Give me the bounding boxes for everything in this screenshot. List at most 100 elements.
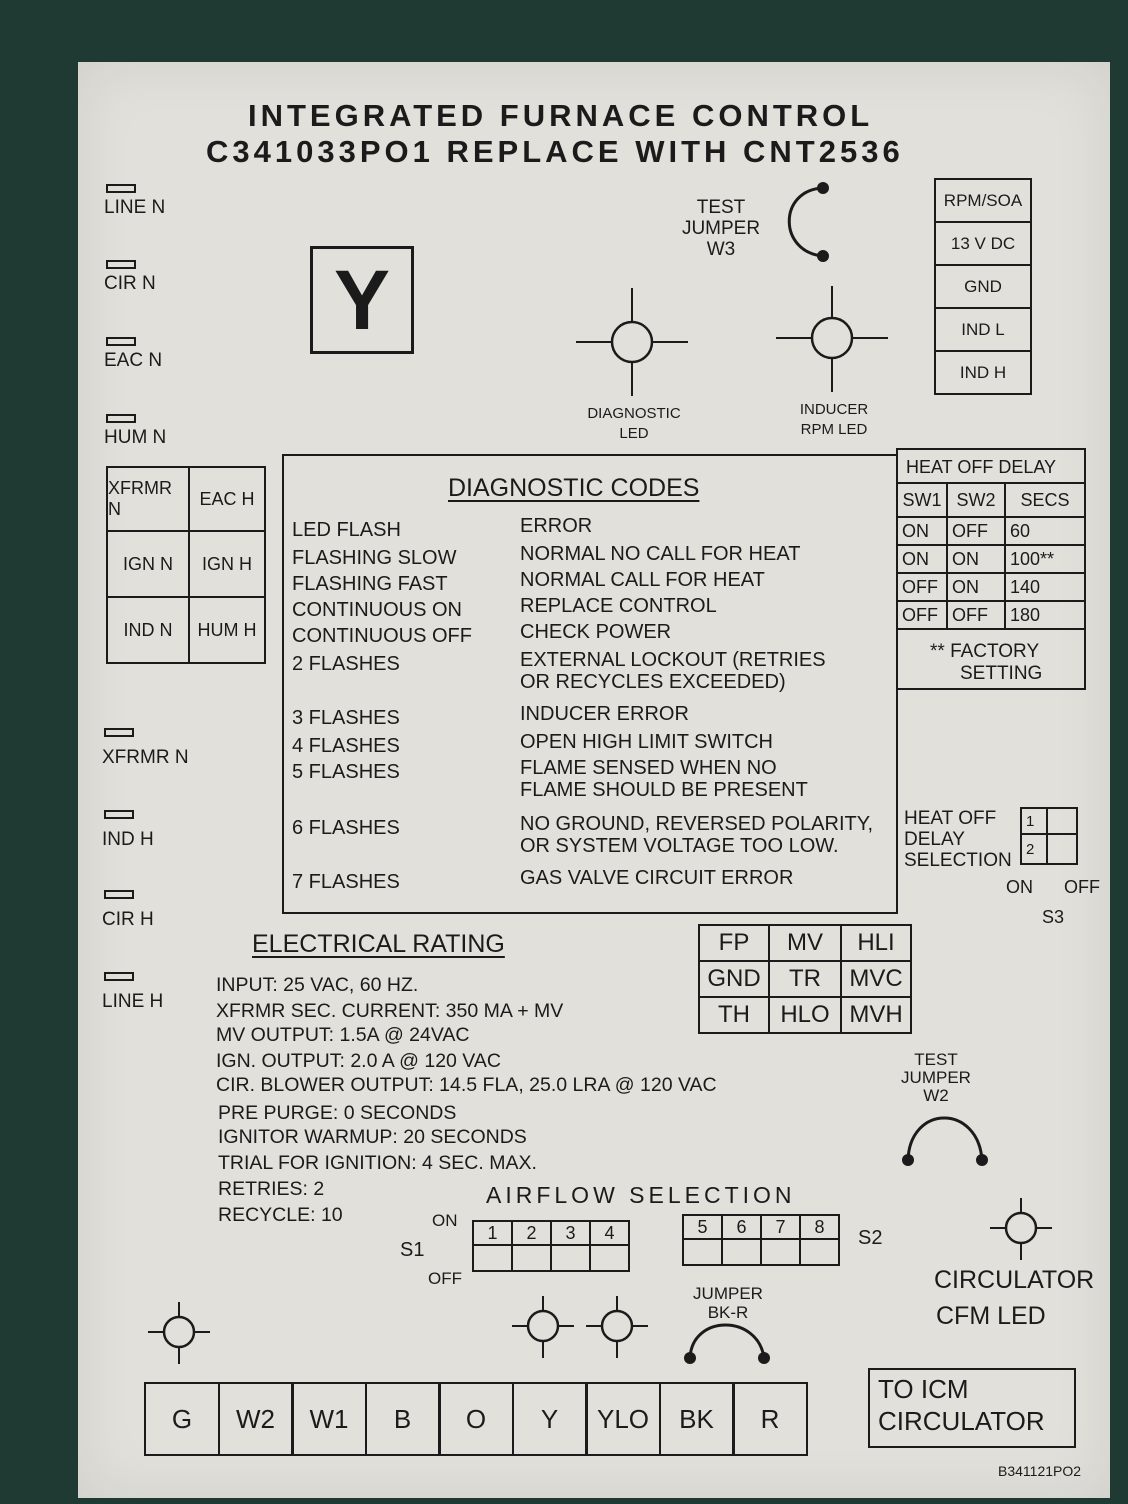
rating-line: CIR. BLOWER OUTPUT: 14.5 FLA, 25.0 LRA @… [216,1074,717,1096]
terminal-tab[interactable] [106,414,136,423]
terminal-label: XFRMR N [102,747,189,768]
s3-position-2-off[interactable] [1046,833,1078,865]
connector-cell[interactable]: HUM H [188,596,266,664]
diagnostic-code: 4 FLASHES [292,735,400,757]
test-jumper-w2-line-2: JUMPER [901,1068,971,1087]
limit-connector-label: GND [707,965,761,992]
s2-switch-off[interactable] [721,1238,762,1266]
s2-switch-on[interactable]: 6 [721,1214,762,1240]
limit-connector-cell[interactable]: MVH [840,996,912,1034]
thermostat-terminal[interactable]: O [438,1382,514,1456]
connector-cell[interactable]: EAC H [188,466,266,532]
s1-switch-number: 4 [604,1222,615,1243]
connector-cell[interactable]: XFRMR N [106,466,190,532]
thermostat-terminal[interactable]: B [364,1382,441,1456]
terminal-tab[interactable] [104,890,134,899]
terminal-tab[interactable] [106,184,136,193]
s3-position-1[interactable]: 1 [1020,807,1048,835]
terminal-tab[interactable] [104,728,134,737]
heat-off-delay-header-label: SW1 [902,489,942,510]
heat-off-delay-value: 60 [1010,520,1031,541]
rpm-connector-cell[interactable]: RPM/SOA [934,178,1032,223]
limit-connector-cell[interactable]: MV [768,924,842,962]
terminal-label: LINE H [102,991,164,1012]
s1-switch-off[interactable] [589,1244,630,1272]
thermostat-terminal[interactable]: W2 [217,1382,294,1456]
thermostat-terminal-label: O [465,1403,487,1434]
york-logo-letter: Y [333,253,391,347]
rpm-connector-label: IND L [961,319,1005,339]
thermostat-terminal[interactable]: W1 [291,1382,367,1456]
thermostat-terminal[interactable]: BK [658,1382,735,1456]
airflow-led-1-icon [512,1296,574,1358]
part-number: B341121PO2 [998,1463,1082,1479]
s1-switch-on[interactable]: 4 [589,1220,630,1246]
terminal-tab[interactable] [104,810,134,819]
heat-off-delay-cell: ON [896,516,948,546]
heat-off-delay-header: SW2 [946,482,1006,518]
limit-connector-cell[interactable]: FP [698,924,770,962]
heat-off-delay-value: 180 [1010,604,1041,625]
connector-cell-label: XFRMR N [108,478,172,519]
connector-cell[interactable]: IND N [106,596,190,664]
limit-connector-cell[interactable]: MVC [840,960,912,998]
thermostat-terminal[interactable]: G [144,1382,220,1456]
thermostat-terminal-label: W1 [309,1403,349,1434]
rpm-connector-cell[interactable]: IND L [934,307,1032,352]
jumper-bkr-label: JUMPER BK-R [678,1284,778,1322]
s1-switch-on[interactable]: 2 [511,1220,552,1246]
heat-off-delay-cell: 180 [1004,600,1086,630]
s1-switch-off[interactable] [472,1244,513,1272]
s3-position-1-off[interactable] [1046,807,1078,835]
heat-off-delay-header: SW1 [896,482,948,518]
s1-off-label: OFF [428,1269,462,1288]
diagnostic-code: 7 FLASHES [292,871,400,893]
terminal-tab[interactable] [104,972,134,981]
rpm-connector-cell[interactable]: IND H [934,350,1032,395]
limit-connector-cell[interactable]: HLI [840,924,912,962]
s2-switch-off[interactable] [760,1238,801,1266]
limit-connector-cell[interactable]: HLO [768,996,842,1034]
icm-box-line-2: CIRCULATOR [878,1406,1045,1436]
heat-off-delay-cell: ON [946,572,1006,602]
s1-switch-off[interactable] [550,1244,591,1272]
s3-position-2[interactable]: 2 [1020,833,1048,865]
s2-switch-on[interactable]: 5 [682,1214,723,1240]
rpm-connector-cell[interactable]: 13 V DC [934,221,1032,266]
s2-switch-on[interactable]: 8 [799,1214,840,1240]
terminal-tab[interactable] [106,337,136,346]
circulator-cfm-led-icon [990,1198,1052,1260]
diagnostic-code: FLASHING FAST [292,573,448,595]
connector-cell[interactable]: IGN N [106,530,190,598]
s1-switch-off[interactable] [511,1244,552,1272]
terminal-tab[interactable] [106,260,136,269]
test-jumper-w2-line-3: W2 [923,1086,949,1105]
terminal-led-icon [148,1302,210,1364]
s1-switch-on[interactable]: 1 [472,1220,513,1246]
icm-box-line-1: TO ICM [878,1374,969,1404]
diagnostic-meaning: NORMAL CALL FOR HEAT [520,569,765,591]
diagnostic-code: LED FLASH [292,519,401,541]
test-jumper-w3-icon [787,182,829,262]
connector-cell[interactable]: IGN H [188,530,266,598]
s2-switch-on[interactable]: 7 [760,1214,801,1240]
title-line-2: C341033PO1 REPLACE WITH CNT2536 [206,134,904,169]
s2-switch-off[interactable] [682,1238,723,1266]
thermostat-terminal-label: R [760,1403,780,1434]
rpm-connector-cell[interactable]: GND [934,264,1032,309]
thermostat-terminal[interactable]: YLO [585,1382,661,1456]
thermostat-terminal[interactable]: R [732,1382,808,1456]
limit-connector-cell[interactable]: GND [698,960,770,998]
thermostat-terminal-label: B [393,1403,412,1434]
thermostat-terminal[interactable]: Y [511,1382,588,1456]
limit-connector-cell[interactable]: TH [698,996,770,1034]
s1-on-label: ON [432,1211,458,1230]
s2-switch-off[interactable] [799,1238,840,1266]
heat-off-delay-cell: ON [946,544,1006,574]
limit-connector-cell[interactable]: TR [768,960,842,998]
limit-connector-label: HLI [857,929,895,956]
s2-switch-number: 5 [697,1216,708,1237]
jumper-bkr-icon [684,1323,770,1364]
s1-switch-on[interactable]: 3 [550,1220,591,1246]
test-jumper-w3-line-1: TEST [696,197,746,218]
